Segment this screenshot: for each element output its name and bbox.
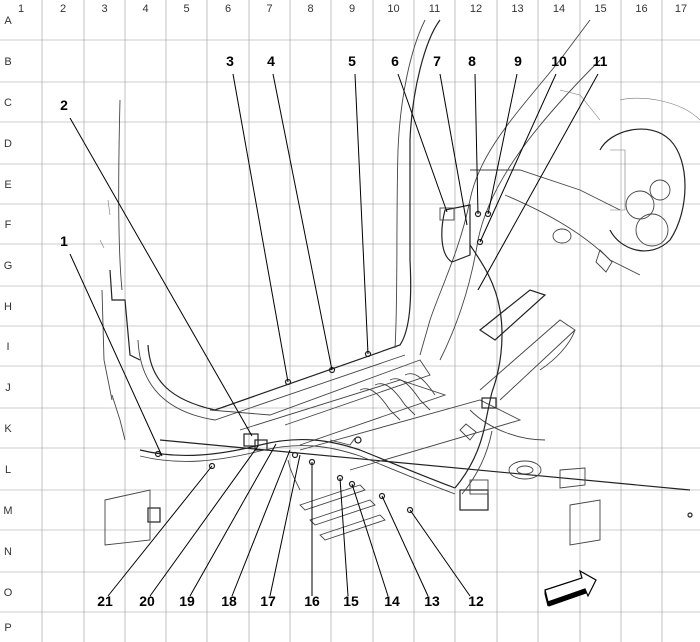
callout-19-label: 19	[179, 593, 195, 609]
callout-12-leader	[409, 509, 471, 597]
callout-14-leader	[351, 483, 389, 597]
grid-row-label: A	[4, 15, 12, 27]
callout-9-label: 9	[514, 53, 522, 69]
callout-7-leader	[439, 73, 468, 226]
grid-row-label: J	[5, 382, 11, 394]
callout-15-leader	[339, 477, 349, 597]
callout-13-leader	[381, 495, 429, 597]
grid-column-label: 16	[635, 3, 647, 15]
callout-21-label: 21	[97, 593, 113, 609]
grid-row-label: H	[4, 301, 12, 313]
callout-3-label: 3	[226, 53, 234, 69]
grid-column-label: 1	[18, 3, 24, 15]
front-direction-arrow-icon	[544, 569, 597, 607]
callout-11-label: 11	[593, 53, 608, 69]
grid-row-label: K	[4, 423, 12, 435]
callout-1-label: 1	[60, 233, 68, 249]
callout-2-label: 2	[60, 97, 68, 113]
grid-column-label: 11	[429, 3, 440, 15]
callout-1-leader	[69, 253, 163, 457]
grid-column-label: 5	[183, 3, 189, 15]
callout-8-leader	[474, 73, 479, 215]
grid-column-label: 14	[553, 3, 565, 15]
callout-17-label: 17	[260, 593, 276, 609]
grid-row-labels: A B C D E F G H I J K L M N O P	[3, 15, 12, 634]
grid-column-label: 4	[142, 3, 148, 15]
grid-column-label: 7	[266, 3, 272, 15]
callout-2-leader	[69, 117, 253, 437]
callout-5-leader	[354, 73, 369, 355]
callout-3-leader	[232, 73, 289, 383]
callout-17-leader	[269, 454, 301, 597]
grid-column-label: 2	[60, 3, 66, 15]
grid-column-label: 17	[675, 3, 687, 15]
callout-4-leader	[272, 73, 333, 371]
vehicle-body-illustration	[99, 19, 700, 546]
callout-leader-lines	[69, 73, 599, 597]
callout-6-leader	[397, 73, 448, 213]
grid-row-label: O	[4, 587, 13, 599]
grid-row-label: G	[4, 260, 13, 272]
grid-row-label: C	[4, 97, 12, 109]
callout-7-label: 7	[433, 53, 441, 69]
grid-row-label: E	[4, 179, 11, 191]
callout-13-label: 13	[424, 593, 440, 609]
grid-row-label: N	[4, 546, 12, 558]
callout-11-leader	[477, 73, 599, 291]
callout-21-leader	[107, 465, 213, 597]
callout-20-label: 20	[139, 593, 155, 609]
callout-20-leader	[149, 445, 259, 597]
grid-row-label: L	[5, 464, 11, 476]
callout-15-label: 15	[343, 593, 359, 609]
grid-column-label: 15	[594, 3, 606, 15]
grid-column-label: 13	[511, 3, 523, 15]
callout-5-label: 5	[348, 53, 356, 69]
callout-10-leader	[479, 73, 557, 243]
callout-9-leader	[487, 73, 518, 215]
grid-row-label: F	[5, 219, 12, 231]
grid-row-label: I	[6, 341, 9, 353]
callout-10-label: 10	[551, 53, 567, 69]
grid-column-label: 8	[307, 3, 313, 15]
callout-18-leader	[231, 449, 291, 597]
grid-row-label: B	[4, 56, 11, 68]
grid-column-label: 6	[225, 3, 231, 15]
callout-12-label: 12	[468, 593, 484, 609]
grid-column-label: 10	[387, 3, 399, 15]
grid-column-label: 9	[349, 3, 355, 15]
grid-row-label: P	[4, 622, 11, 634]
callout-4-label: 4	[267, 53, 275, 69]
callout-14-label: 14	[384, 593, 400, 609]
callout-6-label: 6	[391, 53, 399, 69]
callout-18-label: 18	[221, 593, 237, 609]
callout-19-leader	[189, 443, 277, 597]
grid-row-label: D	[4, 138, 12, 150]
callout-8-label: 8	[468, 53, 476, 69]
grid-row-label: M	[3, 505, 12, 517]
grid-column-label: 12	[470, 3, 482, 15]
grid-column-label: 3	[101, 3, 107, 15]
callout-16-label: 16	[304, 593, 320, 609]
